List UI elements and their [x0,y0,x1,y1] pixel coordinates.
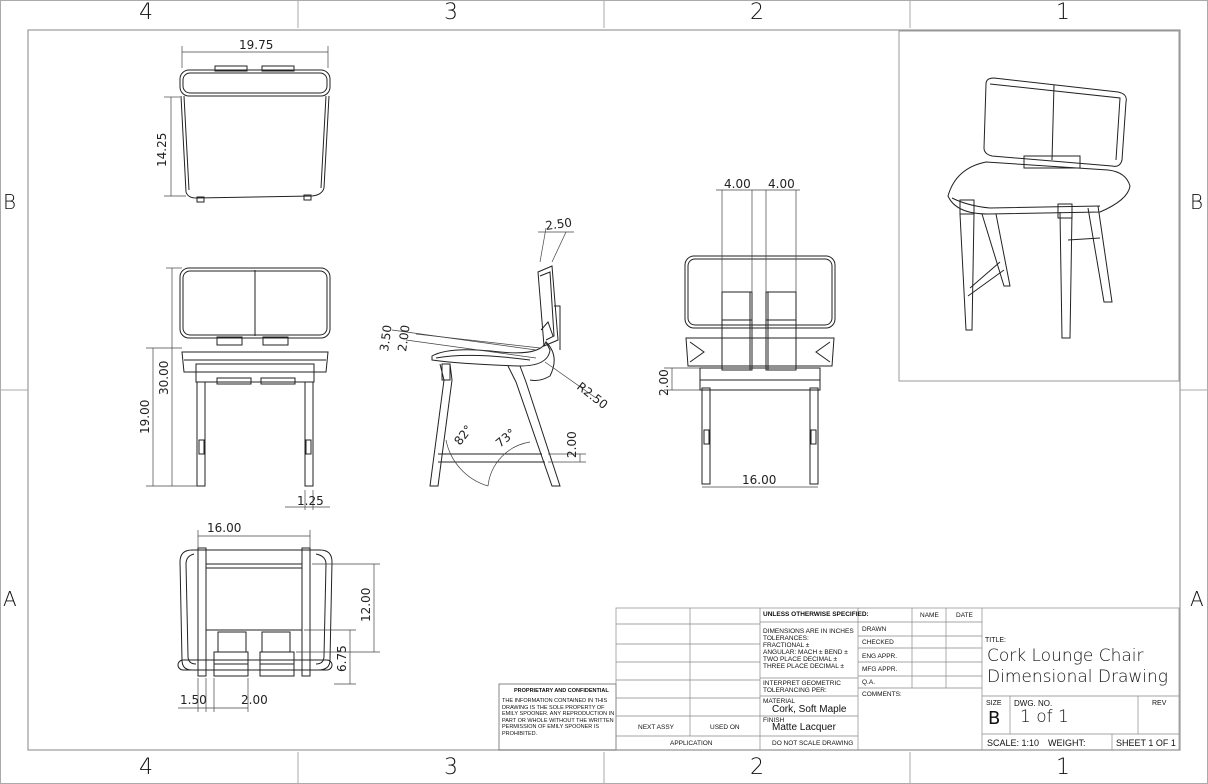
zone-row-a-right: A [1190,587,1204,611]
zone-row-b-left: B [3,190,17,214]
title-line-1: Cork Lounge Chair [987,646,1144,666]
dim-bottom-inner: 6.75 [335,645,349,672]
interpret-label: INTERPRET GEOMETRIC TOLERANCING PER: [763,680,841,694]
mfg-appr-label: MFG APPR. [862,666,898,673]
three-place-label: THREE PLACE DECIMAL ± [763,663,844,670]
dims-in-inches-label: DIMENSIONS ARE IN INCHES [763,628,854,635]
bottom-view [177,547,333,677]
dim-side-stretcher: 2.00 [565,431,579,458]
zone-column-4-bottom: 4 [139,755,153,780]
size-label: SIZE [986,700,1002,707]
side-view [429,265,561,487]
material-label: MATERIAL [763,698,796,705]
sheet-value: SHEET 1 OF 1 [1116,738,1176,748]
dim-seat-thickness: 2.00 [395,324,413,352]
zone-column-3-top: 3 [444,0,458,25]
dwg-no-value: 1 of 1 [1020,707,1069,727]
next-assy-label: NEXT ASSY [638,724,675,731]
drawing-border [27,29,1181,751]
dim-front-leg-angle: 73° [493,426,518,450]
title-block-grid [615,607,1180,751]
proprietary-body: THE INFORMATION CONTAINED IN THIS DRAWIN… [502,698,615,737]
fractional-label: FRACTIONAL ± [763,642,810,649]
rear-view [684,255,836,485]
rev-label: REV [1152,700,1167,707]
zone-row-a-left: A [3,587,17,611]
dim-slot-right: 4.00 [768,177,795,191]
front-view [179,267,331,487]
isometric-view [947,77,1131,339]
qa-label: Q.A. [862,679,876,686]
zone-column-2-bottom: 2 [750,755,764,780]
dim-seat-height: 19.00 [138,400,152,434]
eng-appr-label: ENG APPR. [862,653,898,660]
drawn-label: DRAWN [862,626,887,633]
weight-label: WEIGHT: [1048,738,1086,748]
dim-bottom-spacing: 2.00 [241,693,268,707]
size-value: B [988,708,1001,729]
dim-rear-stretcher: 2.00 [657,369,671,396]
application-label: APPLICATION [670,740,713,747]
zone-column-4-top: 4 [139,0,153,25]
dim-seat-drop: 3.50 [377,324,395,352]
two-place-label: TWO PLACE DECIMAL ± [763,656,838,663]
scale-value: SCALE: 1:10 [987,738,1040,748]
comments-label: COMMENTS: [862,691,902,698]
dim-leg-width: 1.25 [297,494,324,508]
dim-slot-left: 4.00 [724,177,751,191]
dim-rear-leg-angle: 82° [451,422,475,447]
finish-label: FINISH [763,717,785,724]
dim-seat-radius: R2.50 [574,379,610,412]
zone-column-1-top: 1 [1056,0,1070,25]
finish-value: Matte Lacquer [772,722,836,733]
dim-rear-width: 16.00 [742,473,776,487]
zone-row-b-right: B [1190,190,1204,214]
name-header: NAME [920,612,939,619]
angular-label: ANGULAR: MACH ± BEND ± [763,649,848,656]
unless-specified-label: UNLESS OTHERWISE SPECIFIED: [763,611,869,618]
dim-bottom-edge: 1.50 [180,693,207,707]
dim-top-depth: 14.25 [155,133,169,167]
title-line-2: Dimensional Drawing [987,667,1169,687]
dim-bottom-depth: 12.00 [359,588,373,622]
tolerances-label: TOLERANCES: [763,635,809,642]
zone-column-3-bottom: 3 [444,755,458,780]
zone-column-2-top: 2 [750,0,764,25]
proprietary-heading: PROPRIETARY AND CONFIDENTIAL [514,688,609,694]
dim-bottom-width: 16.00 [207,521,241,535]
no-scale-label: DO NOT SCALE DRAWING [772,740,854,747]
top-view [179,65,331,203]
used-on-label: USED ON [710,724,740,731]
isometric-frame [898,30,1180,382]
zone-column-1-bottom: 1 [1056,755,1070,780]
date-header: DATE [956,612,973,619]
dim-back-height: 30.00 [157,361,171,395]
title-label: TITLE: [985,637,1007,644]
dwg-no-label: DWG. NO. [1014,699,1053,708]
dim-top-width: 19.75 [239,38,273,52]
checked-label: CHECKED [862,639,894,646]
dim-back-thickness: 2.50 [544,215,572,233]
material-value: Cork, Soft Maple [772,704,847,715]
